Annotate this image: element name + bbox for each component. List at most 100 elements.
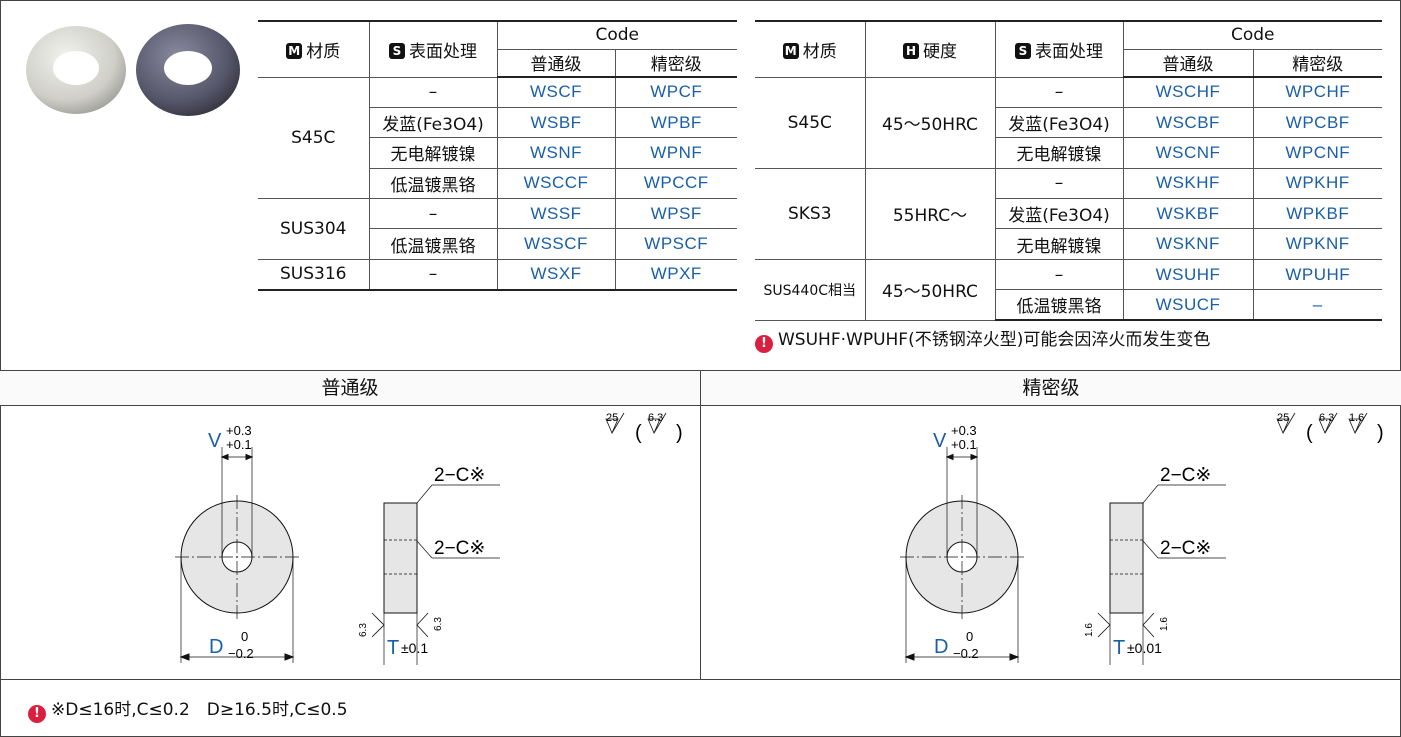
surface-cell: 低温镀黑铬: [369, 228, 498, 260]
black-washer-icon: [136, 24, 240, 116]
code-precision-cell: WPCBF: [1252, 106, 1382, 139]
svg-text:+0.3: +0.3: [226, 423, 252, 438]
header-precision: 精密级: [1252, 48, 1382, 78]
code-normal-cell: WSKNF: [1122, 228, 1254, 260]
code-normal-cell: WSKHF: [1122, 167, 1254, 200]
header-code: Code: [1122, 20, 1382, 50]
material-cell: S45C: [258, 76, 370, 200]
dim-t-label: T: [387, 637, 399, 659]
code-normal-cell: WSBF: [496, 106, 616, 139]
chamfer-label-top: 2−C※: [1160, 465, 1211, 486]
dim-d-label: D: [934, 636, 948, 658]
chamfer-label-mid: 2−C※: [434, 538, 485, 559]
svg-text:): ): [1377, 422, 1384, 444]
material-cell: S45C: [755, 76, 866, 169]
dim-v-label: V: [933, 430, 947, 452]
roughness-main: 25: [606, 412, 618, 424]
code-precision-cell: –: [1252, 289, 1382, 322]
surface-cell: –: [368, 198, 498, 230]
svg-text:±0.1: ±0.1: [401, 640, 428, 656]
code-precision-cell: WPCCF: [614, 167, 737, 200]
code-normal-cell: WSKBF: [1122, 198, 1254, 230]
roughness-main: 25: [1277, 412, 1289, 424]
svg-text:1.6: 1.6: [1084, 623, 1095, 637]
svg-text:+0.1: +0.1: [226, 437, 252, 452]
material-cell: SUS316: [258, 258, 370, 291]
hardness-cell: 45～50HRC: [864, 258, 996, 321]
surface-cell: 发蓝(Fe3O4): [995, 198, 1124, 230]
washer-side-view: [1109, 502, 1144, 614]
code-precision-cell: WPUHF: [1252, 258, 1382, 291]
header-normal: 普通级: [497, 48, 616, 78]
svg-text:0: 0: [966, 629, 973, 644]
svg-text:6.3: 6.3: [433, 617, 444, 631]
code-precision-cell: WPBF: [614, 106, 737, 139]
material-cell: SUS440C相当: [755, 258, 866, 321]
surface-cell: 低温镀黑铬: [995, 289, 1124, 322]
surface-cell: –: [994, 167, 1124, 200]
code-normal-cell: WSCNF: [1122, 137, 1254, 169]
hardness-cell: 45～50HRC: [864, 76, 996, 169]
code-normal-cell: WSCCF: [496, 167, 616, 200]
warning-icon: !: [755, 335, 773, 353]
code-precision-cell: WPNF: [614, 137, 737, 169]
code-precision-cell: WPSF: [614, 198, 737, 230]
section-divider: [700, 406, 701, 679]
code-precision-cell: WPXF: [614, 258, 737, 291]
surface-cell: 发蓝(Fe3O4): [369, 106, 498, 139]
surface-cell: –: [368, 76, 498, 108]
svg-text:+0.3: +0.3: [951, 423, 977, 438]
dim-d-label: D: [209, 636, 223, 658]
svg-text:0: 0: [241, 629, 248, 644]
surface-cell: 发蓝(Fe3O4): [995, 106, 1124, 139]
footer-divider: [0, 679, 1401, 680]
code-precision-cell: WPKNF: [1252, 228, 1382, 260]
dim-t-label: T: [1113, 637, 1125, 659]
code-normal-cell: WSUHF: [1122, 258, 1254, 291]
surface-cell: 低温镀黑铬: [369, 167, 498, 200]
surface-cell: 无电解镀镍: [995, 137, 1124, 169]
svg-text:(: (: [635, 422, 642, 444]
warning-icon: !: [28, 705, 46, 723]
code-normal-cell: WSCHF: [1122, 76, 1254, 108]
svg-text:±0.01: ±0.01: [1127, 640, 1162, 656]
code-normal-cell: WSCF: [496, 76, 616, 108]
code-normal-cell: WSNF: [496, 137, 616, 169]
silver-washer-icon: [26, 26, 126, 114]
header-code: Code: [496, 20, 737, 50]
code-normal-cell: WSCBF: [1122, 106, 1254, 139]
surface-cell: –: [994, 76, 1124, 108]
code-precision-cell: WPSCF: [614, 228, 737, 260]
roughness-paren-2: 1.6: [1349, 412, 1364, 424]
code-normal-cell: WSSCF: [496, 228, 616, 260]
svg-text:): ): [676, 422, 683, 444]
svg-text:1.6: 1.6: [1159, 617, 1170, 631]
section-normal-title: 普通级: [0, 370, 701, 406]
section-precision-title: 精密级: [701, 370, 1401, 406]
code-normal-cell: WSUCF: [1122, 289, 1254, 322]
material-cell: SKS3: [755, 167, 866, 260]
code-precision-cell: WPCF: [614, 76, 737, 108]
header-precision: 精密级: [614, 48, 737, 78]
code-normal-cell: WSXF: [496, 258, 616, 291]
washer-photos: [26, 24, 240, 116]
code-normal-cell: WSSF: [496, 198, 616, 230]
quench-note: !WSUHF·WPUHF(不锈钢淬火型)可能会因淬火而发生变色: [755, 325, 1210, 353]
drawing-precision: V +0.3 +0.1 D 0 −0.2 T ±0.01 2−C※ 2−C※ 1…: [900, 412, 1384, 665]
code-precision-cell: WPKBF: [1252, 198, 1382, 230]
code-precision-cell: WPCHF: [1252, 76, 1382, 108]
